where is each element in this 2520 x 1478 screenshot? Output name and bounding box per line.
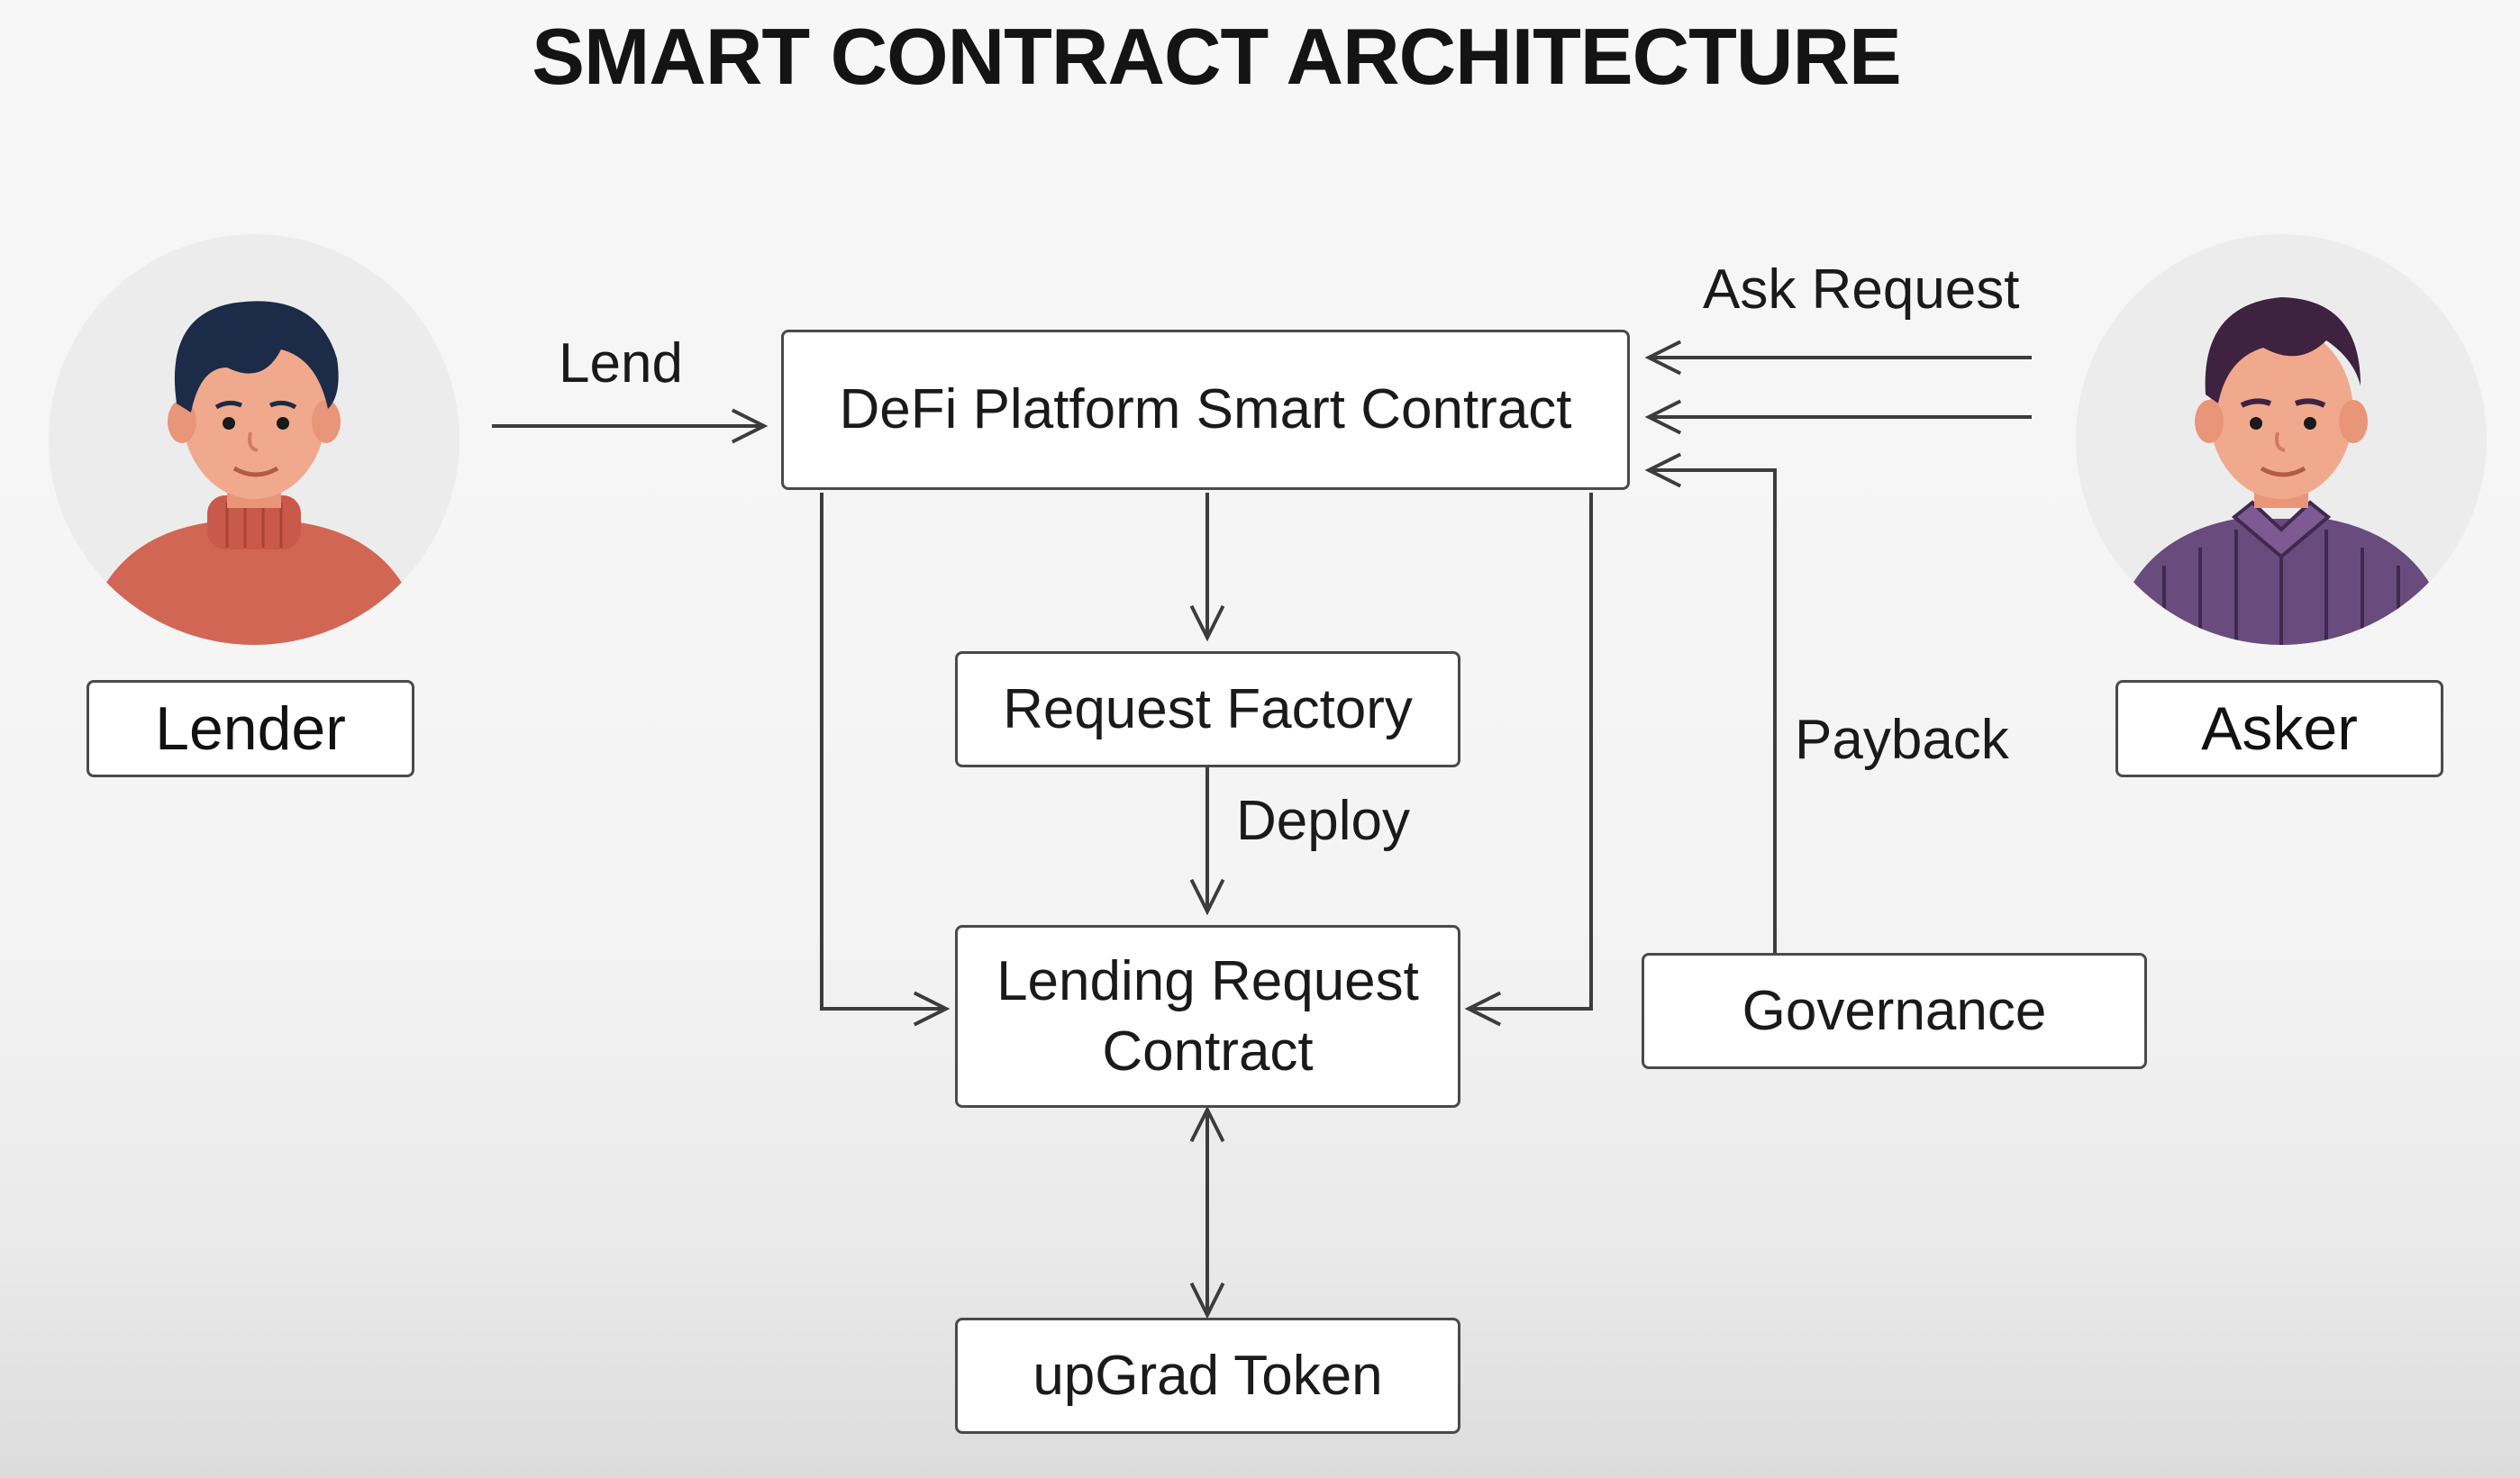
asker-avatar xyxy=(2076,234,2487,645)
upgrad-token-node: upGrad Token xyxy=(955,1318,1460,1434)
ask-request-label: Ask Request xyxy=(1703,258,2020,321)
defi-left-to-lending-arrow xyxy=(820,493,946,1009)
lender-avatar xyxy=(49,234,459,645)
lend-label: Lend xyxy=(559,332,683,394)
deploy-label: Deploy xyxy=(1236,790,1410,852)
lender-label: Lender xyxy=(86,680,414,777)
lending-request-node: Lending Request Contract xyxy=(955,925,1460,1108)
defi-platform-node: DeFi Platform Smart Contract xyxy=(781,330,1630,490)
asker-label: Asker xyxy=(2115,680,2443,777)
request-factory-node: Request Factory xyxy=(955,651,1460,767)
governance-node: Governance xyxy=(1642,953,2147,1069)
page-title: SMART CONTRACT ARCHITECTURE xyxy=(532,12,1901,101)
payback-label: Payback xyxy=(1795,709,2009,771)
defi-right-to-lending-arrow xyxy=(1469,493,1593,1009)
payback-arrow xyxy=(1649,470,1777,953)
